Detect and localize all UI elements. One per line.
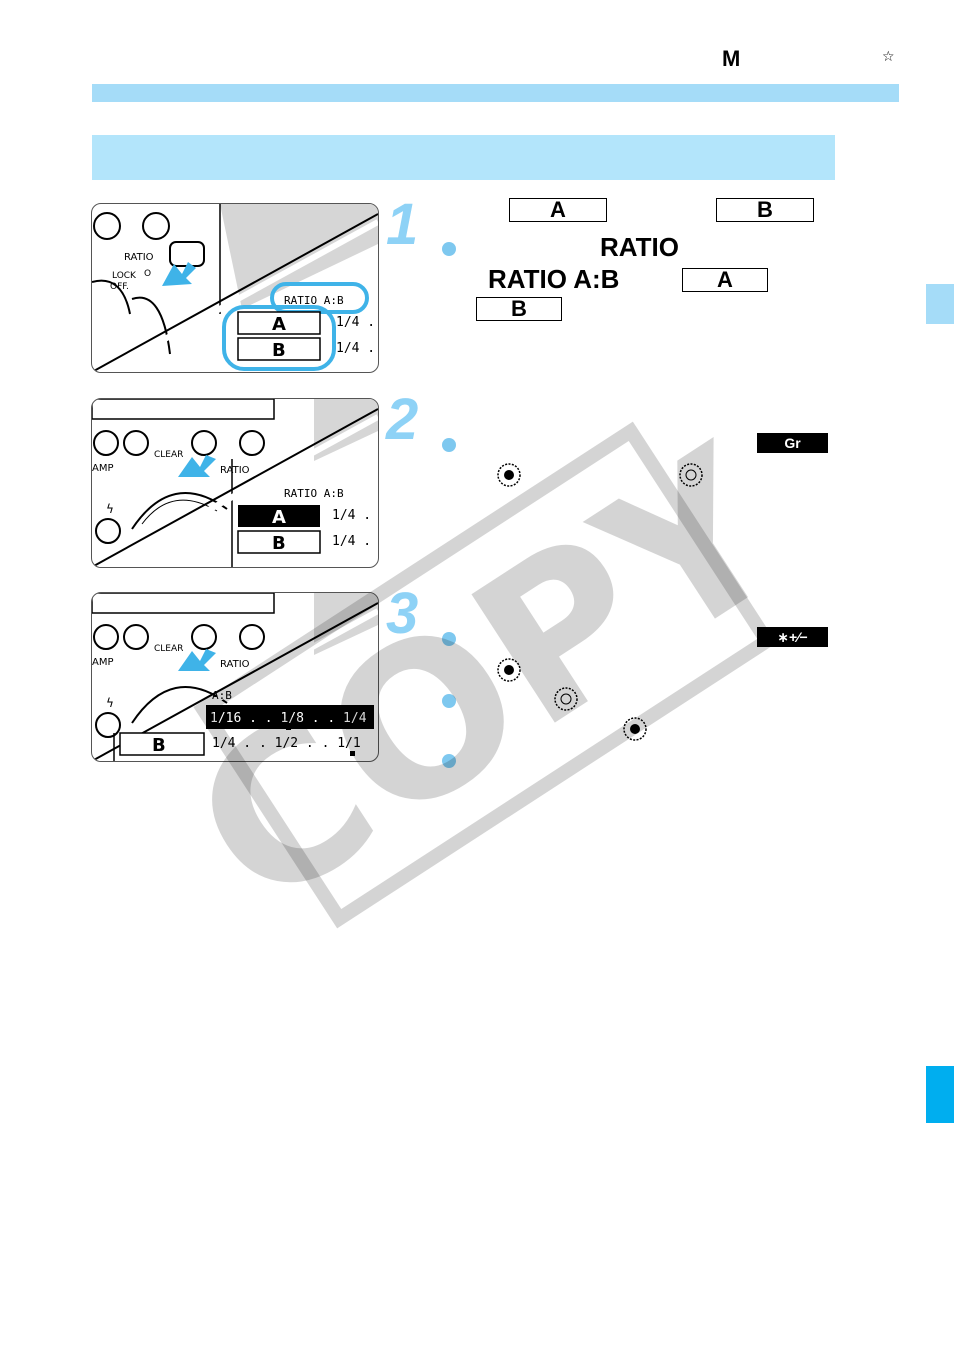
illus2-ratio: RATIO bbox=[220, 465, 250, 476]
illus2-val-b: 1/4 . bbox=[332, 534, 371, 549]
illus3-flash-icon: ϟ bbox=[106, 696, 114, 710]
step1-lcd-a: A bbox=[509, 198, 607, 222]
side-tab-upper bbox=[926, 284, 954, 324]
dial-outline-icon bbox=[554, 687, 578, 711]
illus3-b: B bbox=[152, 735, 166, 756]
illus1-val-a: 1/4 . bbox=[336, 315, 375, 330]
illus2-clear: CLEAR bbox=[154, 450, 183, 460]
step2-badge-gr: Gr bbox=[757, 433, 828, 453]
step1-lcd-b2: B bbox=[476, 297, 562, 321]
step3-bullet-1 bbox=[442, 632, 456, 646]
step3-bullet-2 bbox=[442, 694, 456, 708]
illus2-flash-icon: ϟ bbox=[106, 502, 114, 516]
dial-outline-icon bbox=[679, 463, 703, 487]
step3-badge-comp: ∗+⁄− bbox=[757, 627, 828, 647]
step1-button-name: RATIO bbox=[600, 232, 679, 262]
illus1-off-label: OFF. bbox=[110, 282, 129, 292]
illus1-b: B bbox=[272, 340, 286, 361]
step1-bullet bbox=[442, 242, 456, 256]
dial-filled-icon bbox=[497, 463, 521, 487]
step2-bullet bbox=[442, 438, 456, 452]
illus1-screen-label: RATIO A:B bbox=[284, 294, 344, 307]
step1-display-label: RATIO A:B bbox=[488, 264, 620, 294]
illus2-b: B bbox=[272, 533, 286, 554]
step2-illustration: CLEAR AMP RATIO ϟ RATIO A:B A B 1/4 . 1/… bbox=[91, 398, 379, 568]
illus2-lamp: AMP bbox=[92, 463, 114, 474]
top-rule bbox=[92, 84, 899, 102]
illus1-ratio-label: RATIO bbox=[124, 252, 154, 263]
illus2-a: A bbox=[272, 507, 286, 528]
illus3-clear: CLEAR bbox=[154, 644, 183, 654]
step3-illustration: CLEAR AMP RATIO ϟ A:B 1/16 . . 1/8 . . 1… bbox=[91, 592, 379, 762]
illus1-val-b: 1/4 . bbox=[336, 341, 375, 356]
illus3-scale-b: 1/4 . . 1/2 . . 1/1 bbox=[212, 736, 361, 751]
dial-filled-icon bbox=[623, 717, 647, 741]
illus3-scale-a: 1/16 . . 1/8 . . 1/4 bbox=[210, 711, 367, 726]
step3-number: 3 bbox=[386, 581, 419, 646]
illus3-ratio: RATIO bbox=[220, 659, 250, 670]
step2-number: 2 bbox=[386, 387, 419, 452]
illus2-screen-label: RATIO A:B bbox=[284, 487, 344, 500]
section-band bbox=[92, 135, 835, 180]
step1-lcd-b: B bbox=[716, 198, 814, 222]
illus2-val-a: 1/4 . bbox=[332, 508, 371, 523]
illus1-on-label: O bbox=[144, 269, 151, 279]
header-star-mark: ☆ bbox=[882, 48, 895, 64]
dial-filled-icon bbox=[497, 658, 521, 682]
illus3-lamp: AMP bbox=[92, 657, 114, 668]
side-tab-lower bbox=[926, 1066, 954, 1123]
header-mode: M bbox=[722, 46, 741, 71]
illus3-screen-label: A:B bbox=[212, 689, 232, 702]
step1-illustration: RATIO LOCK OFF. O RATIO A:B A B 1/4 . 1/… bbox=[91, 203, 379, 373]
illus1-lock-label: LOCK bbox=[112, 271, 137, 281]
step1-number: 1 bbox=[386, 192, 419, 257]
step3-bullet-3 bbox=[442, 754, 456, 768]
illus1-a: A bbox=[272, 314, 286, 335]
step1-lcd-a2: A bbox=[682, 268, 768, 292]
